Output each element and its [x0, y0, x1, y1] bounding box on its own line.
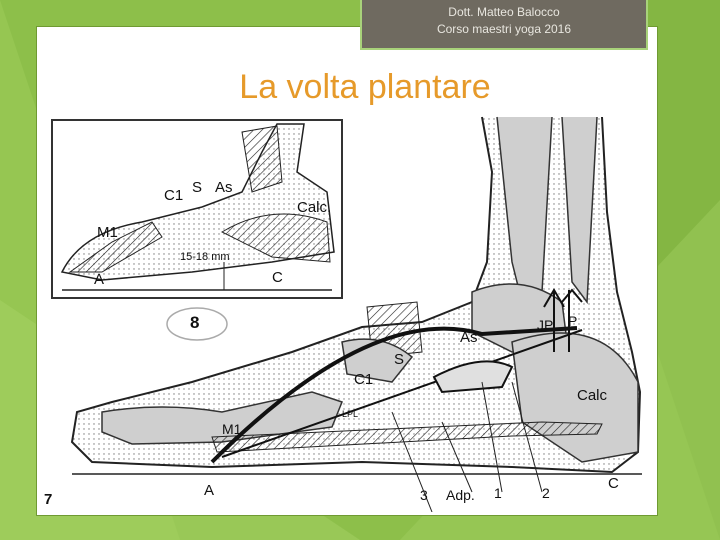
inset-number: 8	[190, 313, 199, 332]
credit-line-1: Dott. Matteo Balocco	[448, 5, 560, 19]
label-c1: C1	[354, 371, 373, 388]
inset-label-as: As	[215, 179, 233, 196]
label-jp: JP	[537, 317, 553, 333]
inset-label-measure: 15-18 mm	[180, 251, 230, 263]
label-2: 2	[542, 485, 550, 501]
label-a: A	[204, 482, 214, 499]
label-p: P	[568, 313, 577, 329]
label-1: 1	[494, 485, 502, 501]
credit-line-2: Corso maestri yoga 2016	[436, 22, 572, 36]
inset-diagram: C1 S As Calc. M1 15-18 mm A C	[51, 119, 343, 299]
slide-title: La volta plantare	[239, 68, 491, 106]
label-calc: Calc	[577, 387, 608, 404]
inset-label-c: C	[272, 269, 283, 286]
label-m1: M1	[222, 421, 242, 437]
inset-label-c1: C1	[164, 187, 183, 204]
figure-number: 7	[44, 491, 52, 508]
label-as: As	[460, 329, 478, 346]
label-s: S	[394, 351, 404, 368]
inset-label-a: A	[94, 271, 104, 288]
label-3: 3	[420, 487, 428, 503]
credit-box: Dott. Matteo Balocco Corso maestri yoga …	[360, 0, 648, 50]
label-c: C	[608, 475, 619, 492]
inset-number-circle	[166, 307, 228, 341]
foot-arch-illustration: C1 S As Calc. M1 15-18 mm A C 8 JP	[44, 116, 642, 512]
label-lpl: LPL	[342, 409, 358, 419]
label-adp: Adp.	[446, 487, 475, 503]
foot-drawing	[70, 116, 642, 512]
inset-label-s: S	[192, 179, 202, 196]
inset-label-calc: Calc.	[297, 199, 331, 216]
inset-label-m1: M1	[97, 224, 118, 241]
